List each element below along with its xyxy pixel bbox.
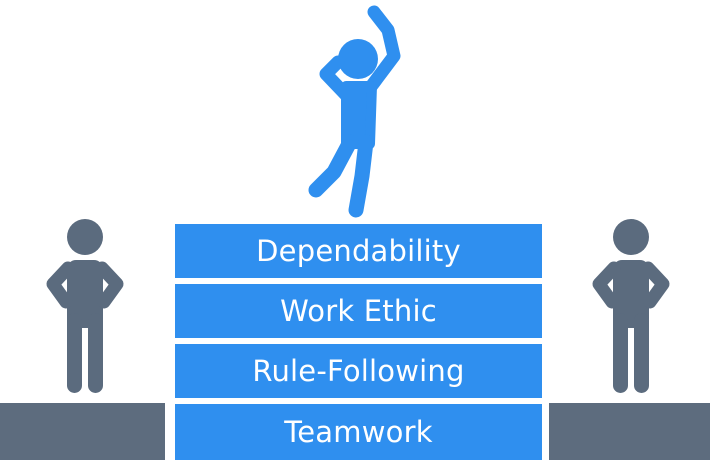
right-person-icon xyxy=(586,218,676,398)
block-label: Teamwork xyxy=(284,415,433,449)
values-stack: Dependability Work Ethic Rule-Following … xyxy=(175,224,542,460)
right-pedestal xyxy=(549,403,710,460)
center-person-cheering-icon xyxy=(300,4,410,219)
block-work-ethic: Work Ethic xyxy=(175,284,542,338)
block-dependability: Dependability xyxy=(175,224,542,278)
block-label: Rule-Following xyxy=(252,354,465,388)
left-person-icon xyxy=(40,218,130,398)
left-pedestal xyxy=(0,403,165,460)
block-label: Dependability xyxy=(256,234,461,268)
block-rule-following: Rule-Following xyxy=(175,344,542,398)
block-label: Work Ethic xyxy=(280,294,437,328)
block-teamwork: Teamwork xyxy=(175,404,542,460)
